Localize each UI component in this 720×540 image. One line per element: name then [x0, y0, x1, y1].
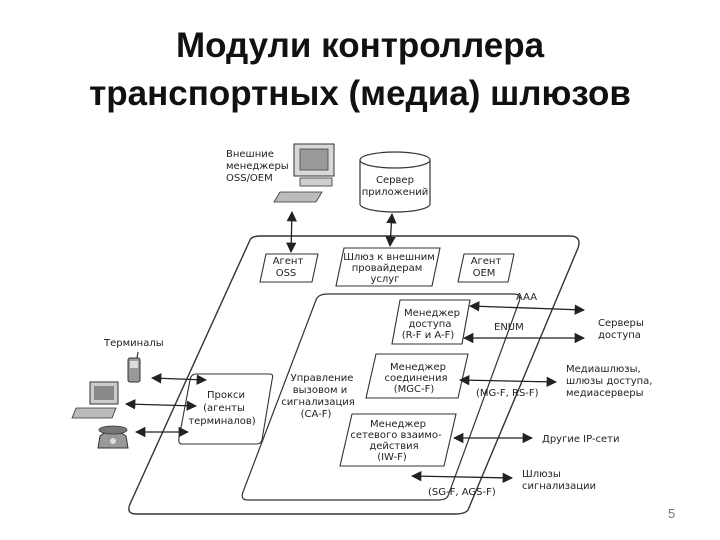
oss-agent-label-1: Агент: [273, 256, 304, 267]
access-manager-box: [391, 299, 471, 345]
media-gateways-label-1: Медиашлюзы,: [566, 364, 641, 375]
access-servers-label-1: Серверы: [598, 318, 644, 329]
call-control-label-4: (CA-F): [301, 409, 332, 420]
access-servers-label-2: доступа: [598, 330, 641, 341]
desktop-terminal-icon: [71, 381, 119, 419]
other-ip-label: Другие IP-сети: [542, 434, 620, 445]
arrow-signaling-gateways: [410, 470, 514, 484]
aaa-label: AAA: [516, 292, 537, 303]
interworking-manager-label-3: действия: [369, 441, 418, 452]
gateway-label-1: Шлюз к внешним: [343, 252, 435, 263]
proxy-label-3: терминалов): [188, 416, 255, 427]
gateway-label-2: провайдерам: [352, 263, 423, 274]
external-managers-label-1: Внешние: [226, 149, 274, 160]
external-managers-label-2: менеджеры: [226, 161, 289, 172]
gateway-label-3: услуг: [371, 274, 400, 285]
arrow-appserver-gateway: [385, 212, 397, 248]
oss-agent-box: [259, 253, 319, 283]
signaling-gateways-label-1: Шлюзы: [522, 469, 561, 480]
mg-rs-label: (MG-F, RS-F): [476, 388, 539, 399]
app-server-label-2: приложений: [362, 187, 429, 198]
telephone-icon: [97, 425, 129, 449]
oem-agent-box: [457, 253, 515, 283]
call-control-label-1: Управление: [291, 373, 354, 384]
oem-agent-label-2: OEM: [473, 268, 496, 279]
controller-outer-frame: [128, 235, 580, 515]
enum-label: ENUM: [494, 322, 524, 333]
access-manager-label-1: Менеджер: [404, 308, 460, 319]
arrow-desktop-proxy: [124, 399, 198, 411]
slide-number: 5: [668, 506, 676, 521]
connection-manager-label-2: соединения: [385, 373, 448, 384]
media-gateways-label-3: медиасерверы: [566, 388, 644, 399]
connection-manager-box: [365, 353, 469, 399]
mobile-phone-icon: [127, 351, 141, 383]
app-server-label-1: Сервер: [376, 175, 414, 186]
computer-icon: [273, 143, 335, 203]
signaling-gateways-label-2: сигнализации: [522, 481, 596, 492]
title-line-2: транспортных (медиа) шлюзов: [89, 74, 631, 113]
sg-ags-label: (SG-F, AGS-F): [428, 487, 496, 498]
access-manager-label-2: доступа: [409, 319, 452, 330]
gateway-box: [335, 247, 441, 287]
title-line-1: Модули контроллера: [175, 26, 545, 65]
call-control-region: [241, 293, 521, 501]
media-gateways-label-2: шлюзы доступа,: [566, 376, 652, 387]
call-control-label-2: вызовом и: [293, 385, 347, 396]
arrow-managers-oss: [286, 210, 297, 254]
arrow-aaa: [468, 301, 586, 315]
proxy-label-1: Прокси: [207, 390, 245, 401]
external-managers-label-3: OSS/OEM: [226, 173, 273, 184]
access-manager-label-3: (R-F и A-F): [402, 330, 455, 341]
call-control-label-3: сигнализация: [281, 397, 355, 408]
interworking-manager-label-1: Менеджер: [370, 419, 426, 430]
arrow-mobile-proxy: [150, 373, 208, 385]
slide-title: Модули контроллера транспортных (медиа) …: [0, 22, 720, 118]
app-server-cylinder: [359, 151, 431, 213]
proxy-label-2: (агенты: [203, 403, 245, 414]
interworking-manager-label-2: сетевого взаимо-: [350, 430, 442, 441]
oss-agent-label-2: OSS: [276, 268, 297, 279]
oem-agent-label-1: Агент: [471, 256, 502, 267]
interworking-manager-label-4: (IW-F): [377, 452, 407, 463]
arrow-media-gateways: [458, 374, 558, 388]
terminals-label: Терминалы: [103, 338, 164, 349]
connection-manager-label-3: (MGC-F): [394, 384, 435, 395]
interworking-manager-box: [339, 413, 457, 467]
connection-manager-label-1: Менеджер: [390, 362, 446, 373]
